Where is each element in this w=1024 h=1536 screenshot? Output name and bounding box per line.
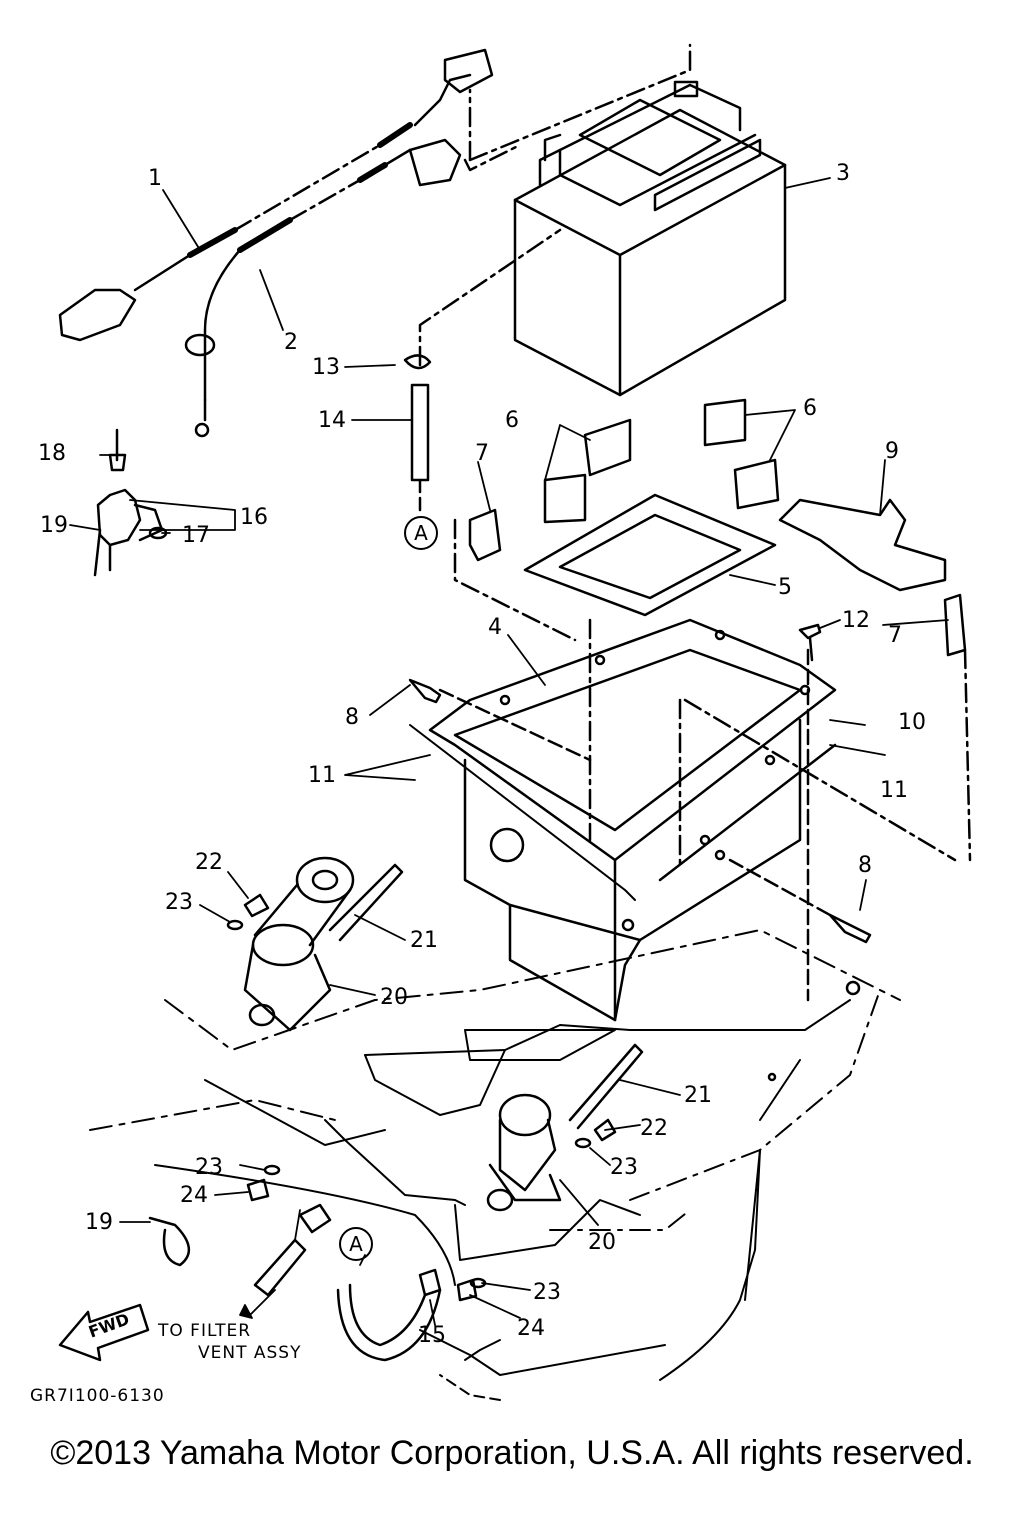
callout-9: 9: [885, 439, 899, 464]
callout-7: 7: [475, 441, 489, 466]
battery-box-part-4: [409, 618, 837, 1022]
callout-6: 6: [505, 408, 519, 433]
callout-20: 20: [588, 1230, 616, 1255]
fwd-arrow-icon: [58, 1303, 150, 1362]
callout-8: 8: [858, 853, 872, 878]
callout-17: 17: [182, 523, 210, 548]
callout-5: 5: [778, 575, 792, 600]
callout-16: 16: [240, 505, 268, 530]
callout-2: 2: [284, 330, 298, 355]
callout-13: 13: [312, 355, 340, 380]
callout-24: 24: [517, 1316, 545, 1341]
callout-8: 8: [345, 705, 359, 730]
ref-mark-a: A: [339, 1227, 373, 1261]
leader-lines: [69, 177, 949, 1326]
callout-19: 19: [40, 513, 68, 538]
battery-part-3: [513, 80, 787, 397]
strap-part-9: [778, 498, 947, 592]
diagram-code: GR7I100-6130: [30, 1386, 165, 1406]
callout-20: 20: [380, 985, 408, 1010]
callout-22: 22: [195, 850, 223, 875]
ref-mark-a: A: [404, 516, 438, 550]
callout-12: 12: [842, 608, 870, 633]
sensor-parts-16-19: [93, 428, 168, 577]
callout-24: 24: [180, 1183, 208, 1208]
callout-21: 21: [410, 928, 438, 953]
cable-part-2: [184, 138, 462, 438]
callout-15: 15: [418, 1323, 446, 1348]
callout-14: 14: [318, 408, 346, 433]
callout-3: 3: [836, 161, 850, 186]
note-line-1: TO FILTER: [158, 1321, 252, 1341]
pads-part-6: [543, 398, 780, 524]
callout-23: 23: [610, 1155, 638, 1180]
callout-23: 23: [533, 1280, 561, 1305]
callout-1: 1: [148, 166, 162, 191]
note-line-2: VENT ASSY: [198, 1343, 302, 1363]
callout-6: 6: [803, 396, 817, 421]
callout-19: 19: [85, 1210, 113, 1235]
callout-11: 11: [308, 763, 336, 788]
cable-part-1: [58, 48, 494, 342]
holder-part-20a: [243, 856, 404, 1032]
callout-23: 23: [165, 890, 193, 915]
callout-22: 22: [640, 1116, 668, 1141]
callout-11: 11: [880, 778, 908, 803]
callout-18: 18: [38, 441, 66, 466]
plate-part-5: [523, 493, 777, 617]
hull-deck-outline: [89, 929, 901, 1401]
callout-4: 4: [488, 615, 502, 640]
callout-23: 23: [195, 1155, 223, 1180]
callout-7: 7: [888, 623, 902, 648]
holder-part-20b: [486, 1043, 644, 1212]
callout-10: 10: [898, 710, 926, 735]
callout-21: 21: [684, 1083, 712, 1108]
copyright-notice: ©2013 Yamaha Motor Corporation, U.S.A. A…: [50, 1434, 974, 1472]
